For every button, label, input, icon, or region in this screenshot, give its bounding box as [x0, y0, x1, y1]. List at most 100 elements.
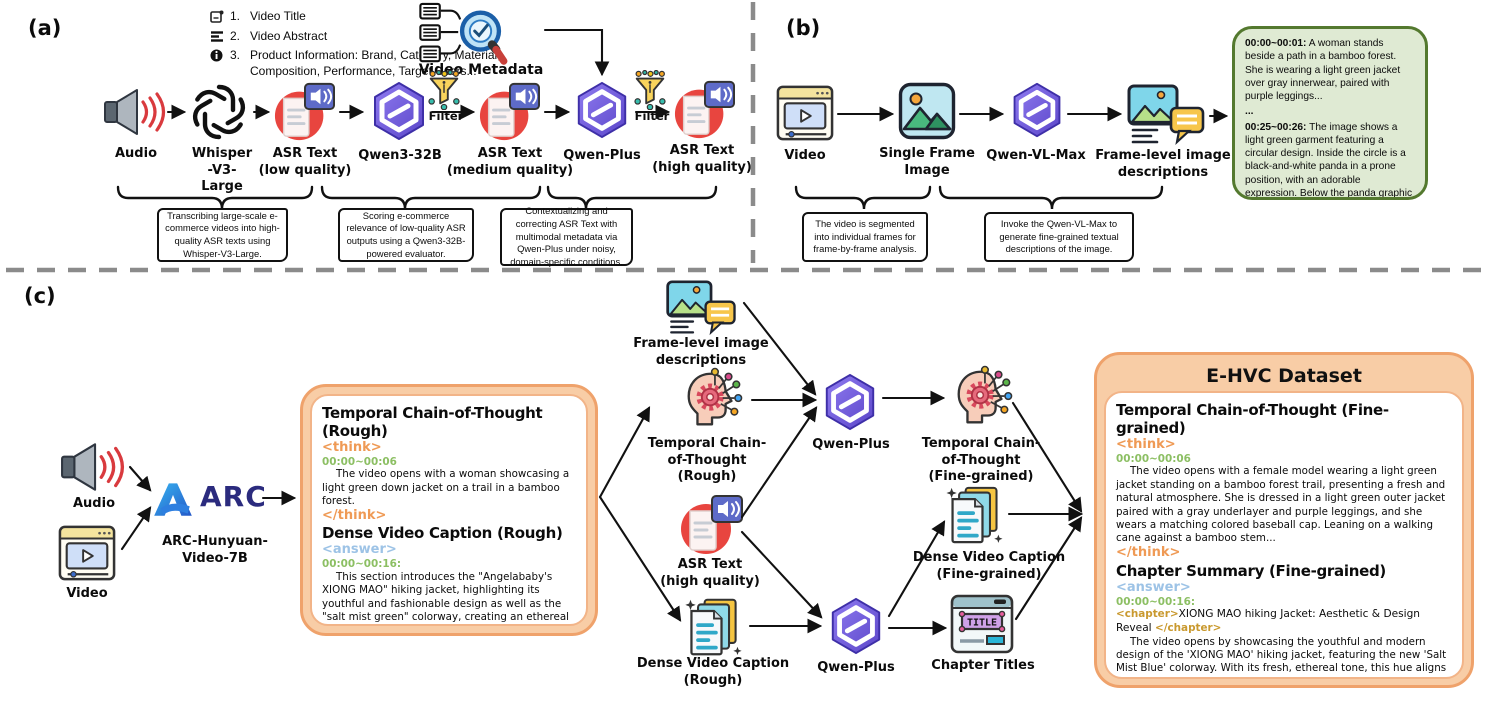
- think-close-tag: </think>: [1116, 544, 1181, 560]
- chapter-titles-icon: TITLE: [950, 594, 1014, 654]
- asr-text-icon: [681, 495, 743, 554]
- dvc-rough-heading: Dense Video Caption (Rough): [322, 524, 563, 543]
- panel-b-label: (b): [786, 16, 821, 40]
- callout-invoke-qwenvl: Invoke the Qwen-VL-Max to generate fine-…: [984, 212, 1134, 262]
- chapter-title-text: XIONG MAO hiking Jacket: Aesthetic & Des…: [1116, 608, 1421, 634]
- filter-funnel-icon: [428, 70, 460, 110]
- answer-open-tag: <answer>: [1116, 579, 1191, 595]
- list-item: 2. Video Abstract: [210, 28, 540, 47]
- callout-scoring: Scoring e-commerce relevance of low-qual…: [338, 208, 474, 262]
- temporal-cot-icon: [687, 367, 743, 426]
- asr-text-icon: [674, 80, 735, 139]
- dense-caption-icon: [685, 598, 742, 656]
- filter-funnel-icon: [634, 70, 666, 110]
- filter1-label: Filter: [428, 109, 464, 123]
- chapter-summary-heading: Chapter Summary (Fine-grained): [1116, 561, 1386, 580]
- qwen3-32b-icon: [374, 82, 424, 140]
- asr-high-label: ASR Text (high quality): [652, 143, 752, 175]
- single-frame-image-icon: [898, 82, 956, 140]
- panel-a-label: (a): [28, 16, 62, 40]
- callout-segmentation: The video is segmented into individual f…: [802, 212, 928, 262]
- timestamp: 00:25~00:26:: [1245, 121, 1307, 133]
- frame-descriptions-label: Frame-level image descriptions: [633, 336, 769, 368]
- audio-icon: [61, 443, 125, 491]
- chapter-line: <chapter>XIONG MAO hiking Jacket: Aesthe…: [1116, 608, 1452, 636]
- window-edit-icon: [210, 8, 230, 28]
- frame-description-bubble: 00:00~00:01: A woman stands beside a pat…: [1232, 26, 1428, 200]
- bubble-segment: 00:00~00:01: A woman stands beside a pat…: [1245, 37, 1415, 103]
- rough-output-box: Temporal Chain-of-Thought (Rough) <think…: [300, 384, 598, 636]
- asr-text-icon: [274, 82, 335, 141]
- asr-text-icon: [479, 82, 540, 141]
- timestamp: 00:00~00:16:: [1116, 595, 1196, 608]
- ellipsis: ...: [1245, 106, 1254, 118]
- arc-model-label: ARC-Hunyuan- Video-7B: [162, 534, 268, 566]
- video-icon: [58, 525, 116, 581]
- video-metadata-icon: [419, 2, 508, 65]
- panel-c-label: (c): [24, 284, 56, 308]
- rough-output-content: Temporal Chain-of-Thought (Rough) <think…: [310, 394, 588, 626]
- bubble-segment: 00:25~00:26: The image shows a light gre…: [1245, 121, 1415, 198]
- qwen-plus-top-label: Qwen-Plus: [812, 437, 890, 452]
- whisper-label: Whisper -V3- Large: [191, 146, 253, 195]
- dvc-rough-body: This section introduces the "Angelababy'…: [322, 570, 570, 624]
- tcot-rough-body: The video opens with a woman showcasing …: [322, 468, 570, 508]
- dvc-rough-label: Dense Video Caption (Rough): [636, 656, 790, 688]
- list-number: 2.: [230, 28, 241, 43]
- ehvc-dataset-content: Temporal Chain-of-Thought (Fine-grained)…: [1104, 391, 1464, 679]
- tcot-fine-heading: Temporal Chain-of-Thought (Fine-grained): [1116, 401, 1389, 437]
- dvc-fine-label: Dense Video Caption (Fine-grained): [912, 550, 1066, 582]
- dense-caption-icon: [946, 486, 1003, 544]
- qwen-plus-icon: [577, 81, 627, 139]
- asr-low-label: ASR Text (low quality): [258, 146, 352, 178]
- frame-descriptions-label: Frame-level image descriptions: [1095, 148, 1231, 180]
- list-number: 3.: [230, 47, 241, 62]
- asr-high-label: ASR Text (high quality): [660, 557, 760, 589]
- tcot-fine-body: The video opens with a female model wear…: [1116, 465, 1446, 545]
- qwen-plus-icon: [825, 373, 875, 431]
- answer-open-tag: <answer>: [322, 542, 397, 558]
- think-close-tag: </think>: [322, 507, 387, 523]
- tcot-fine-label: Temporal Chain- of-Thought (Fine-grained…: [921, 436, 1041, 485]
- chapter-summary-body: The video opens by showcasing the youthf…: [1116, 635, 1447, 677]
- qwen-plus-icon: [831, 597, 881, 655]
- video-icon: [776, 85, 834, 141]
- think-open-tag: <think>: [1116, 437, 1176, 452]
- curly-braces: [116, 185, 1164, 210]
- ehvc-dataset-box: E-HVC Dataset Temporal Chain-of-Thought …: [1094, 352, 1474, 688]
- qwen-plus-label: Qwen-Plus: [563, 148, 641, 163]
- arc-logo-icon: [154, 483, 192, 516]
- arc-wordmark: ARC: [200, 480, 267, 513]
- filter2-label: Filter: [634, 109, 670, 123]
- qwen-vl-max-label: Qwen-VL-Max: [986, 148, 1086, 163]
- timestamp: 00:00~00:06: [1116, 452, 1191, 465]
- frame-descriptions-icon: [1127, 84, 1205, 146]
- think-open-tag: <think>: [322, 440, 382, 455]
- temporal-cot-icon: [957, 365, 1013, 424]
- timestamp: 00:00~00:16:: [322, 558, 402, 571]
- description-text: A woman stands beside a path in a bamboo…: [1245, 38, 1401, 102]
- single-frame-label: Single Frame Image: [879, 146, 975, 178]
- frame-descriptions-icon: [666, 280, 736, 336]
- audio-label: Audio: [72, 496, 116, 511]
- audio-icon: [104, 89, 166, 135]
- chapter-close-tag: </chapter>: [1155, 621, 1222, 634]
- video-label: Video: [784, 148, 826, 163]
- tcot-rough-heading: Temporal Chain-of-Thought (Rough): [322, 404, 543, 440]
- timestamp: 00:00~00:01:: [1245, 38, 1307, 49]
- qwen3-label: Qwen3-32B: [358, 148, 442, 163]
- title-badge-text: TITLE: [967, 618, 997, 629]
- list-lines-icon: [210, 28, 230, 47]
- info-icon: [210, 47, 230, 67]
- list-item: 1. Video Title: [210, 8, 540, 28]
- qwen-plus-bottom-label: Qwen-Plus: [817, 660, 895, 675]
- audio-label: Audio: [114, 146, 158, 161]
- chapter-titles-label: Chapter Titles: [931, 658, 1035, 673]
- chapter-open-tag: <chapter>: [1116, 608, 1179, 621]
- ehvc-dataset-title: E-HVC Dataset: [1206, 365, 1362, 387]
- qwen-vl-max-icon: [1013, 82, 1061, 138]
- list-number: 1.: [230, 9, 241, 23]
- asr-medium-label: ASR Text (medium quality): [446, 146, 574, 178]
- tcot-rough-label: Temporal Chain- of-Thought (Rough): [647, 436, 767, 485]
